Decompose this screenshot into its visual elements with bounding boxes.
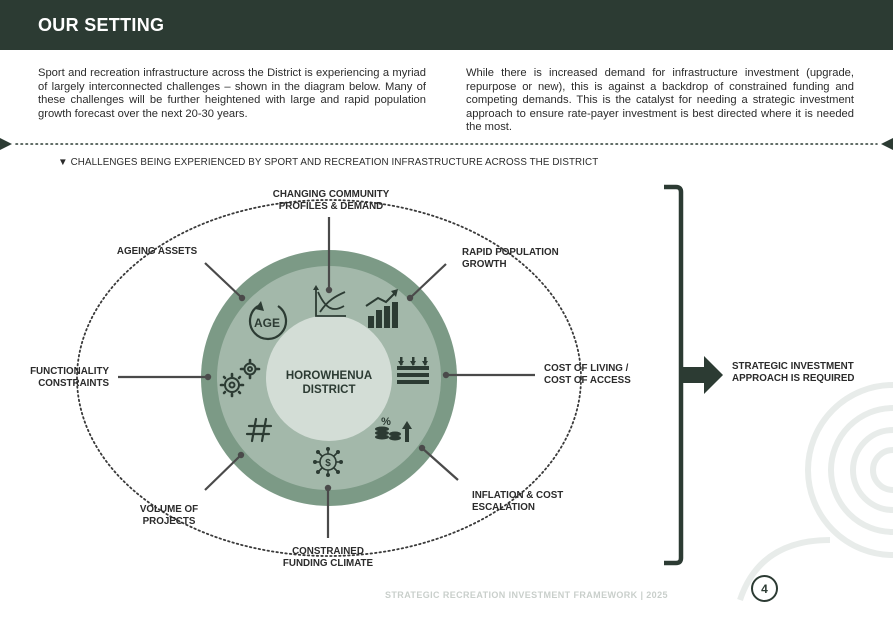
gear-icon <box>219 358 261 398</box>
center-circle <box>266 315 392 441</box>
age-icon <box>248 301 288 341</box>
page-header: OUR SETTING <box>0 0 893 50</box>
footer-text: STRATEGIC RECREATION INVESTMENT FRAMEWOR… <box>385 590 668 600</box>
section-title: ▼ CHALLENGES BEING EXPERIENCED BY SPORT … <box>58 157 599 168</box>
label-changing-community: CHANGING COMMUNITY PROFILES & DEMAND <box>272 189 390 212</box>
outcome-label: STRATEGIC INVESTMENT APPROACH IS REQUIRE… <box>732 361 855 384</box>
inflation-coins-icon: % <box>375 416 412 442</box>
intro-right-paragraph: While there is increased demand for infr… <box>466 67 854 134</box>
svg-text:%: % <box>381 416 391 428</box>
dotted-ring <box>76 199 582 557</box>
age-icon-text: AGE <box>254 316 280 330</box>
growth-chart-icon <box>365 289 398 328</box>
spoke-ageing <box>204 262 243 299</box>
label-cost-of-living: COST OF LIVING / COST OF ACCESS <box>544 363 631 386</box>
intro-left-paragraph: Sport and recreation infrastructure acro… <box>38 67 426 120</box>
hashtag-icon <box>245 417 273 443</box>
demand-curves-icon <box>313 285 346 317</box>
label-constrained-funding: CONSTRAINED FUNDING CLIMATE <box>282 546 374 569</box>
cost-sort-icon <box>397 357 429 384</box>
label-functionality: FUNCTIONALITY CONSTRAINTS <box>30 366 109 389</box>
section-divider <box>0 138 893 150</box>
decorative-watermark <box>737 382 893 601</box>
center-label: HOROWHENUA DISTRICT <box>285 370 373 396</box>
page-number: 4 <box>751 575 778 602</box>
label-inflation: INFLATION & COST ESCALATION <box>472 490 564 513</box>
label-rapid-growth: RAPID POPULATION GROWTH <box>462 247 559 270</box>
page-title: OUR SETTING <box>38 15 165 35</box>
funding-network-icon: $ <box>313 447 343 477</box>
spoke-rapid-growth <box>409 263 447 299</box>
outcome-arrow <box>681 356 723 394</box>
label-ageing-assets: AGEING ASSETS <box>116 246 198 257</box>
outcome-bracket <box>664 184 684 566</box>
spoke-volume <box>204 454 242 491</box>
spoke-inflation <box>421 447 459 481</box>
label-volume-of-projects: VOLUME OF PROJECTS <box>139 504 199 527</box>
svg-text:$: $ <box>325 458 331 469</box>
